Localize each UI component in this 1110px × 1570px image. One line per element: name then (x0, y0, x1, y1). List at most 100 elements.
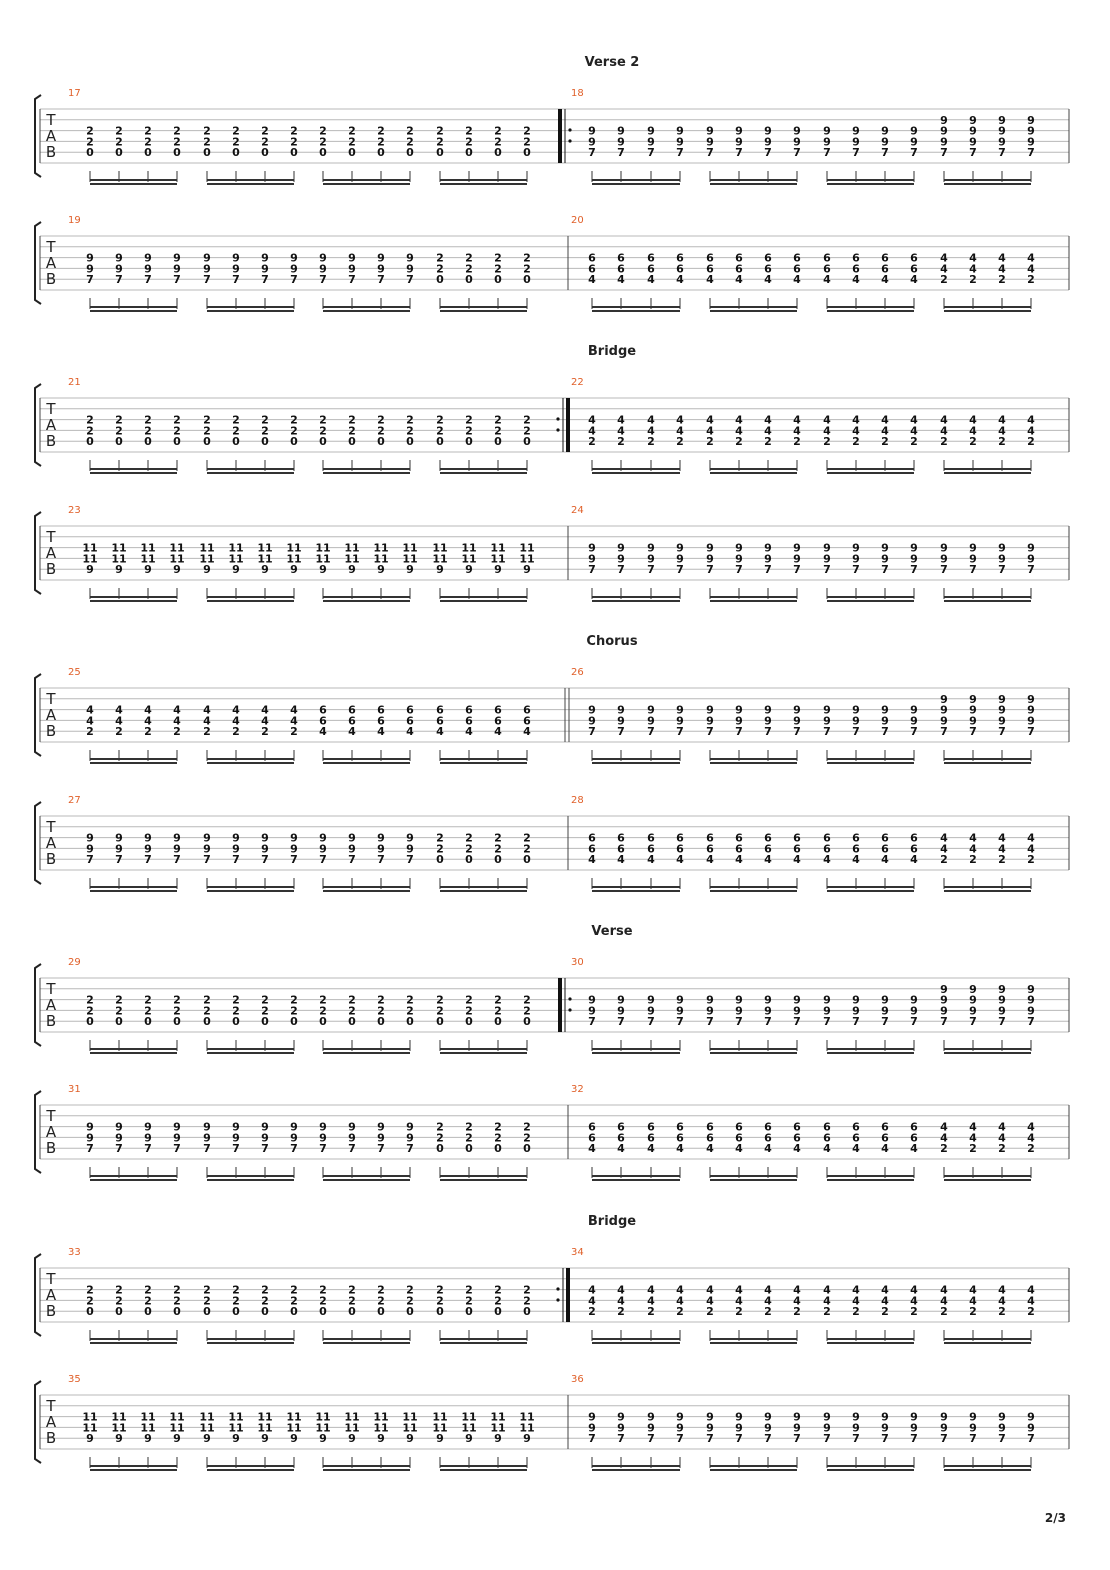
note-beam (827, 1469, 914, 1471)
fret-number: 2 (290, 1004, 298, 1017)
fret-number: 2 (232, 424, 240, 437)
fret-number: 2 (144, 424, 152, 437)
fret-number: 2 (232, 414, 240, 427)
fret-number: 4 (203, 714, 211, 727)
fret-number: 9 (1027, 994, 1035, 1007)
note-beam (440, 1048, 527, 1050)
note-beam (944, 1469, 1031, 1471)
fret-number: 9 (881, 1411, 889, 1424)
repeat-start-thick-bar (558, 978, 562, 1032)
fret-number: 4 (793, 853, 801, 866)
fret-number: 4 (647, 853, 655, 866)
note-beam (944, 468, 1031, 470)
note-beam (827, 468, 914, 470)
fret-number: 2 (523, 414, 531, 427)
fret-number: 11 (432, 1421, 447, 1434)
fret-number: 9 (647, 1411, 655, 1424)
fret-number: 6 (823, 842, 831, 855)
fret-number: 9 (910, 714, 918, 727)
fret-number: 2 (940, 435, 948, 448)
fret-number: 9 (319, 563, 327, 576)
note-beam (592, 1052, 680, 1054)
note-beam (440, 762, 527, 764)
fret-number: 0 (465, 435, 473, 448)
fret-number: 2 (144, 135, 152, 148)
fret-number: 4 (823, 1294, 831, 1307)
note-beam (710, 183, 797, 185)
fret-number: 4 (852, 1294, 860, 1307)
note-beam (710, 596, 797, 598)
fret-number: 2 (406, 1004, 414, 1017)
fret-number: 9 (998, 1411, 1006, 1424)
fret-number: 4 (910, 853, 918, 866)
fret-number: 9 (377, 1121, 385, 1134)
fret-number: 2 (823, 435, 831, 448)
fret-number: 11 (82, 542, 97, 555)
note-beam (827, 1338, 914, 1340)
fret-number: 7 (144, 1142, 152, 1155)
fret-number: 2 (86, 725, 94, 738)
note-beam (207, 306, 294, 308)
note-beam (944, 1052, 1031, 1054)
fret-number: 11 (228, 552, 243, 565)
fret-number: 4 (1027, 832, 1035, 845)
fret-number: 4 (940, 1131, 948, 1144)
fret-number: 4 (969, 1121, 977, 1134)
fret-number: 4 (910, 273, 918, 286)
fret-number: 0 (261, 1305, 269, 1318)
tab-label-t: T (45, 1270, 56, 1288)
fret-number: 11 (402, 552, 417, 565)
fret-number: 4 (588, 424, 596, 437)
fret-number: 6 (735, 1131, 743, 1144)
fret-number: 9 (735, 125, 743, 138)
fret-number: 0 (377, 435, 385, 448)
system-bracket (34, 383, 42, 467)
fret-number: 4 (735, 1284, 743, 1297)
fret-number: 9 (232, 1432, 240, 1445)
tab-label-b: B (46, 270, 56, 288)
note-beam (440, 1342, 527, 1344)
fret-number: 4 (232, 704, 240, 717)
fret-number: 0 (436, 146, 444, 159)
fret-number: 0 (232, 1015, 240, 1028)
fret-number: 2 (86, 1294, 94, 1307)
fret-number: 4 (764, 273, 772, 286)
section-title: Verse 2 (585, 55, 640, 70)
fret-number: 2 (348, 1004, 356, 1017)
note-beam (944, 1338, 1031, 1340)
fret-number: 9 (261, 832, 269, 845)
fret-number: 2 (203, 1284, 211, 1297)
fret-number: 9 (617, 1421, 625, 1434)
fret-number: 9 (852, 542, 860, 555)
fret-number: 6 (706, 842, 714, 855)
fret-number: 4 (676, 1294, 684, 1307)
note-beam (710, 1465, 797, 1467)
fret-number: 2 (86, 1004, 94, 1017)
note-beam (323, 310, 410, 312)
fret-number: 4 (881, 1294, 889, 1307)
fret-number: 2 (969, 1142, 977, 1155)
fret-number: 9 (406, 1432, 414, 1445)
measure-number: 30 (571, 957, 584, 968)
fret-number: 4 (647, 1142, 655, 1155)
fret-number: 0 (465, 853, 473, 866)
fret-number: 7 (706, 1432, 714, 1445)
fret-number: 2 (494, 135, 502, 148)
fret-number: 2 (203, 1294, 211, 1307)
note-beam (90, 1465, 177, 1467)
fret-number: 9 (910, 1411, 918, 1424)
fret-number: 7 (617, 1015, 625, 1028)
measure-number: 18 (571, 88, 584, 99)
note-beam (440, 1179, 527, 1181)
fret-number: 4 (115, 714, 123, 727)
note-beam (440, 1465, 527, 1467)
fret-number: 11 (169, 1421, 184, 1434)
fret-number: 6 (881, 1131, 889, 1144)
fret-number: 9 (823, 994, 831, 1007)
note-beam (827, 472, 914, 474)
fret-number: 9 (881, 704, 889, 717)
fret-number: 0 (494, 1015, 502, 1028)
fret-number: 9 (998, 983, 1006, 996)
fret-number: 2 (290, 135, 298, 148)
fret-number: 2 (115, 414, 123, 427)
